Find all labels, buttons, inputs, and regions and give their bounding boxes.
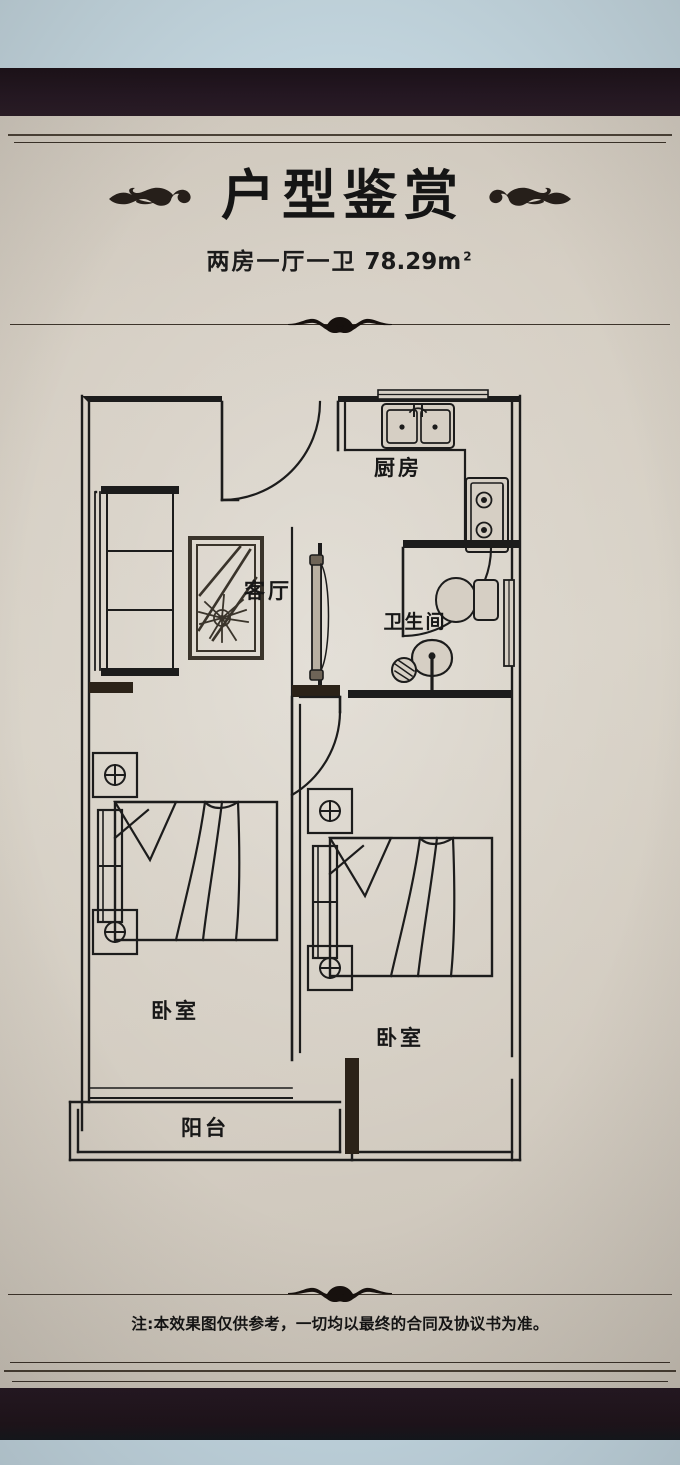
border-rule-bottom-3: [12, 1381, 668, 1382]
area-exponent: 2: [463, 249, 474, 264]
border-rule-bottom-1: [10, 1362, 670, 1363]
floor-plan: 厨房 客厅 卫生间 卧室 卧室 阳台: [0, 340, 680, 1220]
wall-bedroom2-bottom-stub: [345, 1058, 359, 1154]
area-value: 78.29: [364, 249, 438, 275]
room-label-kitchen: 厨房: [374, 456, 422, 480]
divider-ornament-icon: [288, 317, 392, 334]
wall-bedroom2-top-stub: [292, 685, 340, 697]
border-rule-bottom-2: [4, 1370, 676, 1372]
disclaimer-note: 注:本效果图仅供参考，一切均以最终的合同及协议书为准。: [131, 1315, 549, 1333]
room-label-bedroom-1: 卧室: [151, 999, 199, 1023]
nightstand-1a-fixture: [91, 751, 139, 799]
room-configuration-text: 两房一厅一卫: [206, 249, 357, 275]
floor-plan-drawing: 厨房 客厅 卫生间 卧室 卧室 阳台: [68, 389, 522, 1162]
wall-bathroom-bottom: [348, 690, 512, 698]
washbasin-fixture: [410, 638, 454, 694]
living-wall-cabinet: [94, 486, 179, 676]
room-label-living-room: 客厅: [244, 579, 292, 603]
flourish-scroll-right-icon: [489, 187, 571, 206]
nightstand-2a-fixture: [306, 787, 354, 835]
header: 户型鉴赏 两房一厅一卫 78.29m2: [0, 160, 680, 310]
bed-2-fixture: [311, 836, 494, 978]
sliding-door-glass: [309, 554, 330, 681]
wall-bathroom-top: [403, 540, 520, 548]
header-divider: [10, 313, 670, 335]
bed-1-fixture: [96, 800, 279, 942]
wall-top-left: [82, 396, 222, 402]
border-rule-top-inner: [14, 142, 666, 143]
room-label-balcony: 阳台: [181, 1116, 229, 1140]
dark-band-bottom: [0, 1388, 680, 1440]
entry-door-swing-arc: [220, 400, 322, 502]
toilet-fixture: [434, 576, 499, 624]
border-rule-top-outer: [8, 134, 672, 136]
room-label-bathroom: 卫生间: [383, 610, 446, 633]
divider-ornament-icon: [288, 1286, 392, 1303]
dark-band-top: [0, 68, 680, 118]
wall-stub-left: [89, 682, 133, 693]
footer-divider: [8, 1282, 672, 1304]
nightstand-1b-fixture: [91, 908, 139, 956]
page-title: 户型鉴赏: [221, 164, 465, 227]
area-unit: m: [437, 249, 464, 275]
coffee-table-plant-fixture: [188, 536, 264, 660]
title-row: 户型鉴赏: [0, 160, 680, 232]
blue-band-bottom: [0, 1440, 680, 1465]
kitchen-window: [377, 389, 489, 400]
flourish-scroll-left-icon: [109, 187, 191, 206]
subtitle: 两房一厅一卫 78.29m2: [0, 242, 680, 276]
room-label-bedroom-2: 卧室: [376, 1026, 424, 1050]
bathroom-window: [503, 579, 515, 667]
bedroom2-door-swing-arc: [290, 710, 342, 797]
kitchen-sink-fixture: [381, 403, 455, 449]
nightstand-2b-fixture: [306, 944, 354, 992]
floor-drain-fixture: [391, 657, 417, 683]
